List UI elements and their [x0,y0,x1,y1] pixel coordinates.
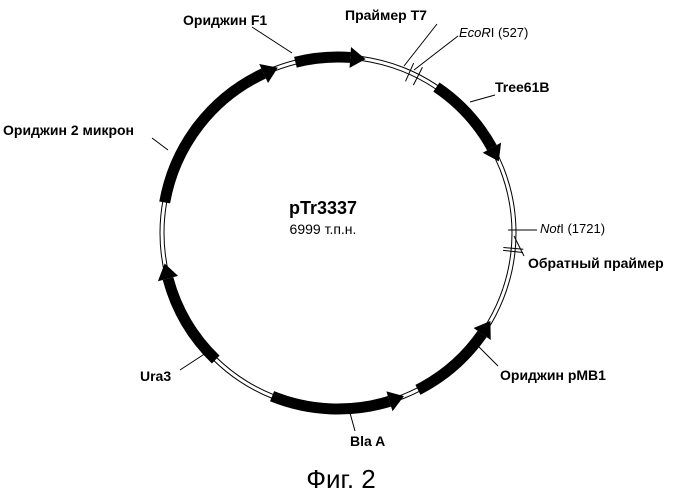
leader-ecori [414,36,458,70]
ecori-enzyme: EcoR [459,25,491,40]
feature-arc-ura3 [168,279,216,360]
leader-primer-t7 [404,24,437,66]
feature-arc-origin-f1 [295,57,350,62]
ecori-suffix: I (527) [491,25,529,40]
label-ura3: Ura3 [140,368,171,384]
label-primer-t7: Праймер T7 [345,7,427,23]
site-tick-primer-t7 [406,63,414,81]
leader-origin-2micron [152,138,168,150]
leader-ura3 [180,353,206,370]
noti-enzyme: Not [540,221,562,236]
feature-arc-origin-2micron [165,73,264,202]
noti-suffix: I (1721) [560,221,605,236]
leader-tree61b [470,95,495,102]
figure-caption: Фиг. 2 [306,464,376,494]
feature-arc-tree61b [436,87,492,148]
site-tick-reverse-primer [503,250,523,252]
plasmid-name: pTr3337 [289,198,357,218]
feature-arrowhead-origin-f1 [350,47,366,68]
leader-origin-pmb1 [476,344,498,366]
label-origin-f1: Ориджин F1 [183,12,267,28]
leader-origin-f1 [252,27,292,53]
label-bla-a: Bla A [350,433,385,449]
leader-bla-a [350,413,355,431]
plasmid-size: 6999 т.п.н. [290,221,357,237]
sites-layer [404,24,537,256]
label-origin-pmb1: Ориджин pMB1 [500,367,606,383]
label-origin-2micron: Ориджин 2 микрон [3,122,134,138]
feature-arc-bla-a [272,396,389,409]
label-tree61b: Tree61B [495,79,549,95]
feature-arc-origin-pmb1 [418,334,482,390]
label-ecori: EcoRI (527) [459,25,528,40]
label-noti: NotI (1721) [540,221,605,236]
label-reverse-primer: Обратный праймер [528,255,664,271]
